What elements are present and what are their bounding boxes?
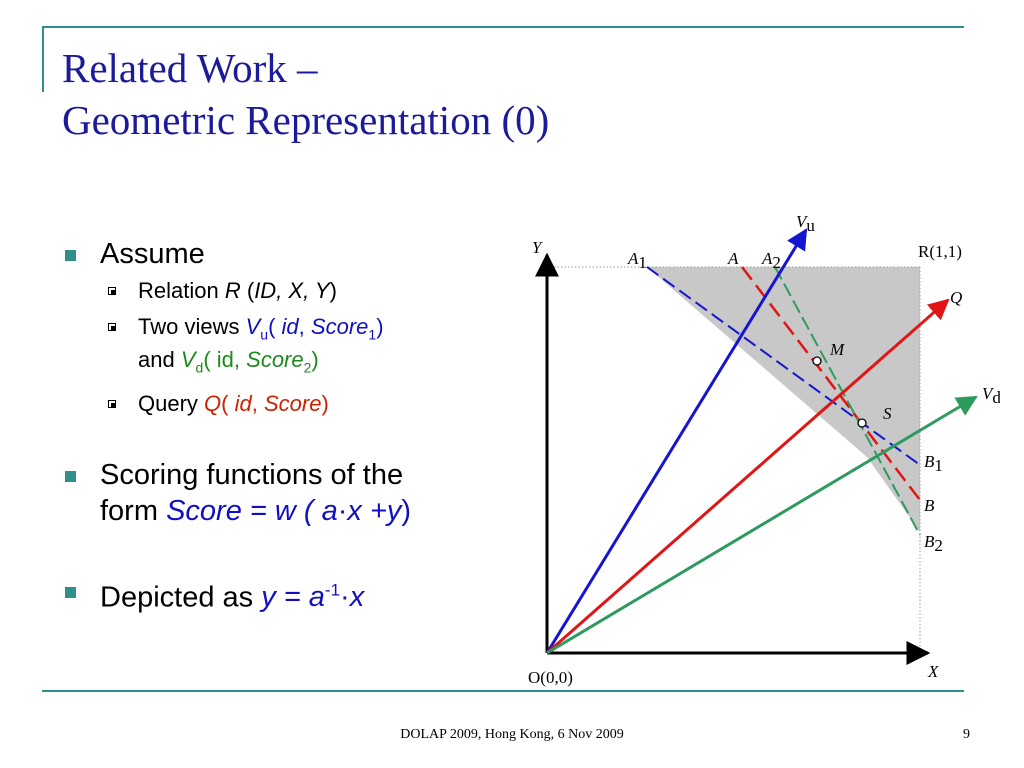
bullet-list: Assume Relation R (ID, X, Y) Two views V… [62, 236, 512, 615]
title-line-2: Geometric Representation (0) [62, 97, 550, 143]
footer-text: DOLAP 2009, Hong Kong, 6 Nov 2009 [400, 727, 624, 742]
sub-bullet-relation: Relation R (ID, X, Y) [62, 278, 512, 304]
shaded-region [647, 267, 920, 532]
vector-q [546, 298, 950, 655]
vector-vu [545, 228, 808, 654]
point-m [812, 356, 822, 366]
label-a: A [727, 249, 739, 268]
bullet-scoring: Scoring functions of the form Score = w … [62, 457, 512, 529]
label-s: S [883, 404, 892, 423]
label-m: M [829, 340, 845, 359]
box-bullet-icon [108, 323, 116, 331]
sub-bullet-views: Two views Vu( id, Score1) and Vd( id, Sc… [62, 314, 512, 381]
label-b1: B1 [924, 452, 943, 475]
label-a1: A1 [627, 249, 647, 272]
label-b2: B2 [924, 532, 943, 555]
line-a2-b2 [774, 266, 921, 536]
frame-top-rule [42, 26, 964, 28]
box-bullet-icon [108, 287, 116, 295]
page-number: 9 [963, 727, 970, 742]
label-q: Q [950, 288, 962, 307]
label-vd: Vd [982, 384, 1000, 407]
geometric-diagram: Y X O(0,0) R(1,1) A1 A A2 Vu Q Vd M S B1… [528, 212, 1000, 687]
label-vu: Vu [796, 212, 815, 235]
label-x: X [927, 662, 939, 681]
slide-title: Related Work – Geometric Representation … [62, 42, 549, 146]
line-a1-b1 [646, 266, 921, 466]
title-line-1: Related Work – [62, 45, 318, 91]
sub-bullet-query: Query Q( id, Score) [62, 391, 512, 417]
box-bullet-icon [108, 399, 116, 408]
square-bullet-icon [65, 250, 76, 261]
point-s [857, 418, 867, 428]
vector-vd [546, 395, 978, 655]
frame-left-rule [42, 26, 44, 92]
line-a-b [741, 266, 921, 501]
frame-bottom-rule [42, 690, 964, 692]
bullet-assume: Assume [62, 236, 512, 272]
label-r: R(1,1) [918, 242, 962, 261]
label-origin: O(0,0) [528, 668, 573, 687]
label-a2: A2 [761, 249, 781, 272]
label-y: Y [532, 238, 543, 257]
square-bullet-icon [65, 586, 76, 598]
label-b: B [924, 496, 935, 515]
bullet-depicted: Depicted as y = a-1·x [62, 573, 512, 616]
square-bullet-icon [65, 470, 76, 482]
